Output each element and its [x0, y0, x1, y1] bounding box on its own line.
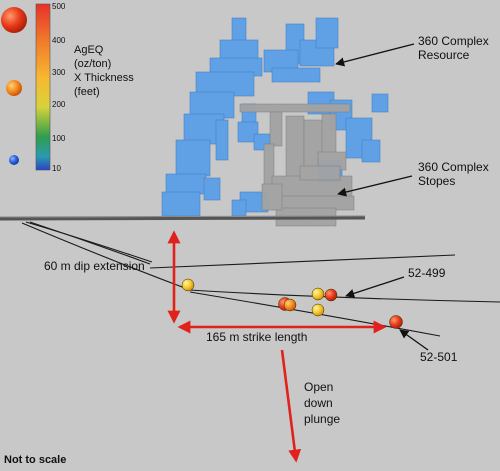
intercept-3	[283, 298, 297, 312]
label-plunge-line-2: down	[304, 396, 333, 410]
intercepts	[181, 278, 403, 329]
legend-color-bar	[35, 3, 51, 171]
legend-title-line-1: AgEQ	[74, 44, 104, 56]
legend-title-line-3: X Thickness	[74, 72, 134, 84]
legend-tick-300: 300	[52, 68, 66, 77]
intercept-1	[181, 278, 195, 292]
label-resource-line-2: Resource	[418, 48, 470, 62]
surface-line	[0, 215, 366, 221]
intercept-7	[389, 315, 403, 329]
plunge-arrow	[280, 349, 302, 463]
legend-sphere-medium	[6, 80, 22, 96]
legend-tick-200: 200	[52, 100, 66, 109]
label-strike-length: 165 m strike length	[206, 330, 308, 344]
label-stopes-line-2: Stopes	[418, 174, 456, 188]
red-arrows	[167, 230, 387, 463]
legend-tick-400: 400	[52, 36, 66, 45]
legend-tick-10: 10	[52, 164, 61, 173]
intercept-6	[311, 303, 325, 317]
legend-sphere-small	[9, 155, 19, 165]
label-hole-52-499: 52-499	[408, 266, 446, 280]
label-resource-line-1: 360 Complex	[418, 34, 489, 48]
legend-tick-500: 500	[52, 2, 66, 11]
label-stopes-line-1: 360 Complex	[418, 160, 489, 174]
legend-panel: 500 400 300 200 100 10 AgEQ (oz/ton) X T…	[0, 0, 134, 175]
label-hole-52-501: 52-501	[420, 350, 458, 364]
resource-body	[161, 17, 389, 217]
legend-title-line-4: (feet)	[74, 86, 100, 98]
label-plunge-line-3: plunge	[304, 412, 341, 426]
label-plunge-line-1: Open	[304, 380, 334, 394]
legend-sphere-large	[1, 7, 27, 33]
intercept-4	[311, 287, 325, 301]
legend-graphics	[1, 3, 51, 171]
intercept-5	[324, 288, 338, 302]
footnote-not-to-scale: Not to scale	[4, 454, 67, 466]
legend-tick-100: 100	[52, 134, 66, 143]
callout-arrows	[335, 43, 429, 351]
legend-title-line-2: (oz/ton)	[74, 58, 112, 70]
label-dip-extension: 60 m dip extension	[44, 259, 145, 273]
